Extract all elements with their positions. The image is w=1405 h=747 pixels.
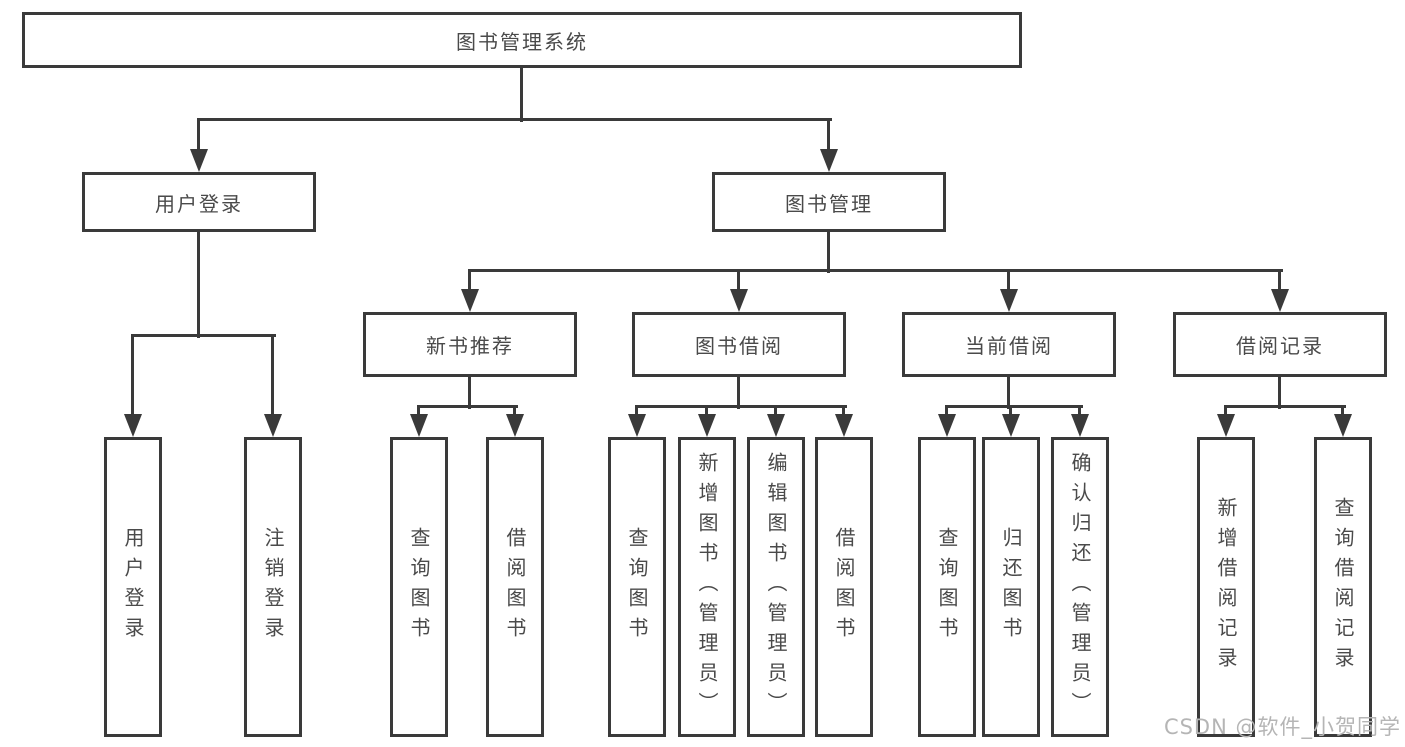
connector-line xyxy=(737,271,740,293)
node-current-borrowing: 当前借阅 xyxy=(902,312,1116,377)
connector-line xyxy=(417,407,420,419)
node-root-system: 图书管理系统 xyxy=(22,12,1022,68)
connector-line xyxy=(1278,377,1281,409)
node-book-borrowing: 图书借阅 xyxy=(632,312,846,377)
connector-line xyxy=(131,334,276,337)
connector-line xyxy=(197,118,832,121)
connector-line xyxy=(1224,405,1346,408)
connector-line xyxy=(520,68,523,122)
connector-line xyxy=(827,232,830,273)
connector-line xyxy=(635,405,847,408)
connector-line xyxy=(737,377,740,409)
connector-line xyxy=(842,407,845,419)
connector-line xyxy=(131,336,134,417)
connector-line xyxy=(468,271,471,293)
leaf-label: 编辑图书（管理员） xyxy=(764,452,788,722)
connector-line xyxy=(468,377,471,409)
connector-line xyxy=(945,407,948,419)
leaf-label: 新增借阅记录 xyxy=(1214,497,1238,677)
arrowhead-down xyxy=(410,414,428,437)
connector-line xyxy=(945,405,1083,408)
connector-line xyxy=(635,407,638,419)
leaf-borrow-books-recommend: 借阅图书 xyxy=(486,437,544,737)
leaf-label: 归还图书 xyxy=(999,527,1023,647)
arrowhead-down xyxy=(124,414,142,437)
connector-line xyxy=(1341,407,1344,419)
arrowhead-down xyxy=(835,414,853,437)
arrowhead-down xyxy=(1334,414,1352,437)
arrowhead-down xyxy=(461,289,479,312)
connector-line xyxy=(827,120,830,152)
leaf-label: 查询借阅记录 xyxy=(1331,497,1355,677)
connector-line xyxy=(774,407,777,419)
connector-line xyxy=(705,407,708,419)
leaf-query-books-current: 查询图书 xyxy=(918,437,976,737)
arrowhead-down xyxy=(506,414,524,437)
connector-line xyxy=(271,336,274,417)
leaf-add-book-admin: 新增图书（管理员） xyxy=(678,437,736,737)
node-user-login-module: 用户登录 xyxy=(82,172,316,232)
leaf-query-borrow-record: 查询借阅记录 xyxy=(1314,437,1372,737)
arrowhead-down xyxy=(1000,289,1018,312)
leaf-logout: 注销登录 xyxy=(244,437,302,737)
connector-line xyxy=(1278,271,1281,293)
arrowhead-down xyxy=(730,289,748,312)
connector-line xyxy=(468,269,1283,272)
connector-line xyxy=(1007,271,1010,293)
connector-line xyxy=(417,405,518,408)
arrowhead-down xyxy=(628,414,646,437)
leaf-label: 确认归还（管理员） xyxy=(1068,452,1092,722)
arrowhead-down xyxy=(1002,414,1020,437)
leaf-return-book: 归还图书 xyxy=(982,437,1040,737)
leaf-label: 借阅图书 xyxy=(832,527,856,647)
connector-line xyxy=(513,407,516,419)
arrowhead-down xyxy=(820,149,838,172)
leaf-label: 注销登录 xyxy=(261,527,285,647)
node-new-book-recommend: 新书推荐 xyxy=(363,312,577,377)
leaf-query-books-borrowing: 查询图书 xyxy=(608,437,666,737)
leaf-label: 新增图书（管理员） xyxy=(695,452,719,722)
leaf-label: 借阅图书 xyxy=(503,527,527,647)
csdn-watermark: CSDN @软件_小贺同学 xyxy=(1163,715,1401,739)
connector-line xyxy=(1009,407,1012,419)
leaf-label: 查询图书 xyxy=(407,527,431,647)
leaf-add-borrow-record: 新增借阅记录 xyxy=(1197,437,1255,737)
arrowhead-down xyxy=(698,414,716,437)
leaf-user-login: 用户登录 xyxy=(104,437,162,737)
leaf-edit-book-admin: 编辑图书（管理员） xyxy=(747,437,805,737)
arrowhead-down xyxy=(767,414,785,437)
arrowhead-down xyxy=(190,149,208,172)
node-book-management-module: 图书管理 xyxy=(712,172,946,232)
connector-line xyxy=(197,232,200,338)
arrowhead-down xyxy=(1217,414,1235,437)
leaf-label: 查询图书 xyxy=(625,527,649,647)
node-borrowing-records: 借阅记录 xyxy=(1173,312,1387,377)
arrowhead-down xyxy=(1271,289,1289,312)
leaf-label: 用户登录 xyxy=(121,527,145,647)
leaf-borrow-books-borrowing: 借阅图书 xyxy=(815,437,873,737)
connector-line xyxy=(1224,407,1227,419)
connector-line xyxy=(1007,377,1010,409)
arrowhead-down xyxy=(264,414,282,437)
leaf-confirm-return-admin: 确认归还（管理员） xyxy=(1051,437,1109,737)
arrowhead-down xyxy=(1071,414,1089,437)
connector-line xyxy=(1078,407,1081,419)
arrowhead-down xyxy=(938,414,956,437)
connector-line xyxy=(197,120,200,152)
leaf-label: 查询图书 xyxy=(935,527,959,647)
leaf-query-books-recommend: 查询图书 xyxy=(390,437,448,737)
